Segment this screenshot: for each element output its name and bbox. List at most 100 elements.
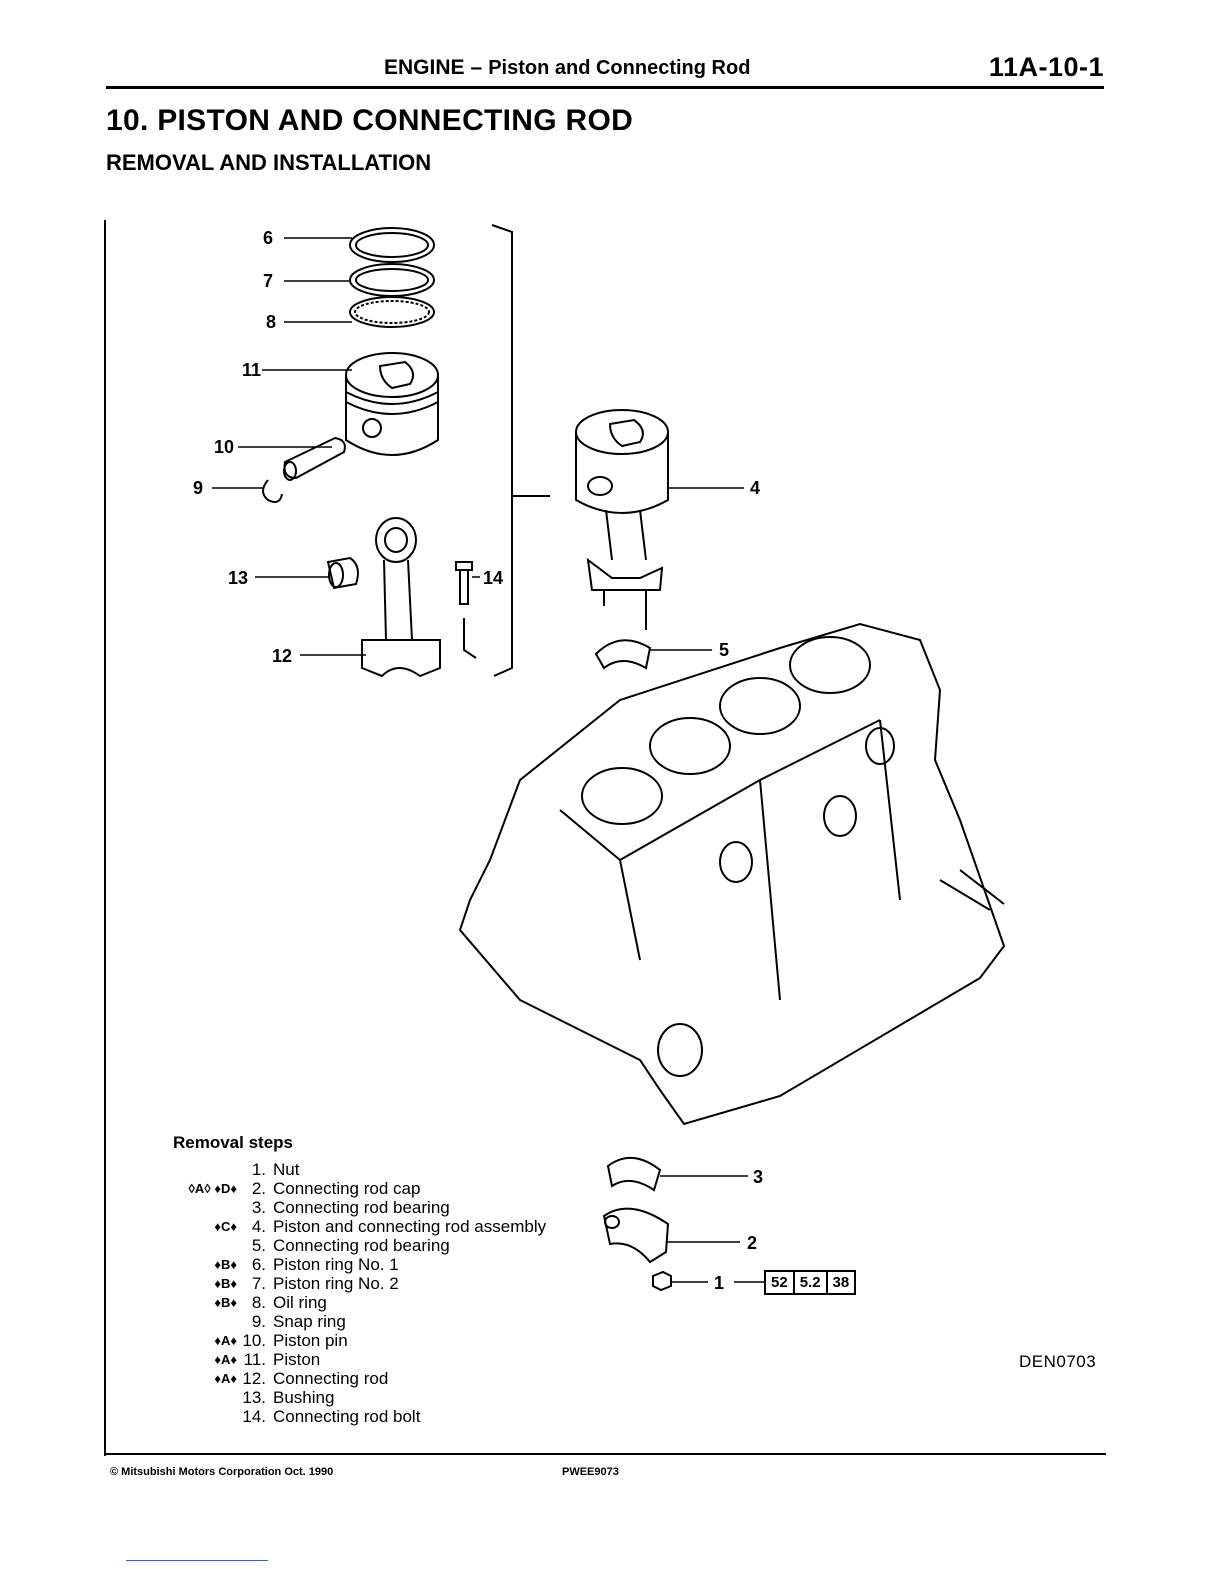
- torque-spec-box: 52 5.2 38: [764, 1270, 857, 1295]
- step-text: Connecting rod bearing: [273, 1236, 450, 1255]
- removal-step: 1. Nut: [140, 1160, 600, 1179]
- header-rule: [106, 86, 1104, 89]
- removal-step: ♦A♦ 11. Piston: [140, 1350, 600, 1369]
- removal-step: ◊A◊ ♦D♦ 2. Connecting rod cap: [140, 1179, 600, 1198]
- assembly-bracket: [491, 224, 550, 677]
- step-number: 12.: [242, 1369, 266, 1388]
- step-text: Connecting rod: [273, 1369, 389, 1388]
- torque-kgm: 5.2: [792, 1272, 826, 1293]
- connecting-rod-drawing: [361, 517, 441, 678]
- callout-14: 14: [483, 568, 503, 588]
- figure-code: DEN0703: [1019, 1352, 1097, 1371]
- removal-step: ♦B♦ 6. Piston ring No. 1: [140, 1255, 600, 1274]
- left-margin-rule: [104, 220, 106, 1456]
- step-text: Connecting rod bolt: [273, 1407, 421, 1426]
- step-number: 14.: [242, 1407, 266, 1426]
- step-text: Piston and connecting rod assembly: [273, 1217, 547, 1236]
- header-title: ENGINE–Piston and Connecting Rod: [384, 56, 750, 80]
- callout-4: 4: [750, 478, 760, 498]
- step-text: Connecting rod cap: [273, 1179, 421, 1198]
- leader-lines: [212, 237, 764, 1283]
- nut-drawing: [652, 1270, 672, 1292]
- step-number: 8.: [251, 1293, 266, 1312]
- page-number: 11A-10-1: [988, 52, 1104, 82]
- step-text: Connecting rod bearing: [273, 1198, 450, 1217]
- piston-assembly-drawing: [575, 409, 669, 630]
- footer-rule: [104, 1453, 1106, 1455]
- removal-step: 13.Bushing: [140, 1388, 600, 1407]
- bearing-5-drawing: [594, 639, 652, 670]
- bearing-3-drawing: [606, 1157, 662, 1192]
- header-dash: –: [470, 56, 483, 79]
- step-number: 2.: [251, 1179, 266, 1198]
- footer-code: PWEE9073: [562, 1466, 619, 1478]
- callout-5: 5: [719, 640, 729, 660]
- section-title: 10. PISTON AND CONNECTING ROD: [106, 104, 634, 137]
- piston-drawing: [345, 352, 439, 456]
- callout-1: 1: [714, 1273, 724, 1293]
- step-text: Nut: [273, 1160, 300, 1179]
- step-mark: ♦A♦: [214, 1352, 237, 1367]
- header-section: ENGINE: [384, 56, 465, 79]
- step-text: Snap ring: [273, 1312, 346, 1331]
- step-mark: ♦B♦: [214, 1257, 237, 1272]
- snap-ring-drawing: [262, 479, 283, 503]
- piston-pin-drawing: [283, 436, 346, 481]
- step-mark: ♦B♦: [214, 1295, 237, 1310]
- callout-8: 8: [266, 312, 276, 332]
- callout-6: 6: [263, 228, 273, 248]
- callout-11: 11: [242, 360, 261, 380]
- step-number: 10.: [242, 1331, 266, 1350]
- removal-step: ♦B♦7.Piston ring No. 2: [140, 1274, 600, 1293]
- step-number: 5.: [251, 1236, 266, 1255]
- piston-ring-2-drawing: [349, 263, 435, 297]
- header-subsection: Piston and Connecting Rod: [488, 57, 751, 79]
- step-number: 9.: [251, 1312, 266, 1331]
- removal-step: ♦B♦ 8. Oil ring: [140, 1293, 600, 1312]
- footer-copyright: © Mitsubishi Motors Corporation Oct. 199…: [110, 1466, 334, 1478]
- step-number: 6.: [251, 1255, 266, 1274]
- removal-step: 14. Connecting rod bolt: [140, 1407, 600, 1426]
- step-number: 11.: [243, 1350, 266, 1369]
- step-text: Oil ring: [273, 1293, 327, 1312]
- removal-step: 5. Connecting rod bearing: [140, 1236, 600, 1255]
- blue-underline: [126, 1560, 268, 1561]
- oil-ring-drawing: [349, 296, 435, 328]
- callout-10: 10: [214, 437, 234, 457]
- step-text: Piston pin: [273, 1331, 348, 1350]
- torque-nm: 52: [771, 1274, 788, 1291]
- removal-step: ♦C♦ 4. Piston and connecting rod assembly: [140, 1217, 600, 1236]
- removal-step: ♦A♦ 12. Connecting rod: [140, 1369, 600, 1388]
- callout-3: 3: [753, 1167, 763, 1187]
- removal-steps-title: Removal steps: [173, 1133, 293, 1152]
- callout-12: 12: [272, 646, 292, 666]
- step-text: Piston ring No. 2: [273, 1274, 399, 1293]
- removal-step: 9. Snap ring: [140, 1312, 600, 1331]
- step-number: 4.: [251, 1217, 266, 1236]
- step-mark: ♦A♦: [214, 1333, 237, 1348]
- step-mark: ♦C♦: [214, 1219, 237, 1234]
- step-text: Piston: [273, 1350, 321, 1369]
- callout-9: 9: [193, 478, 203, 498]
- step-text: Bushing: [273, 1388, 335, 1407]
- step-mark: ♦B♦: [214, 1276, 237, 1291]
- connecting-rod-cap-drawing: [602, 1207, 670, 1264]
- step-number: 1.: [251, 1160, 266, 1179]
- cylinder-block-drawing: [458, 622, 1006, 1126]
- torque-ftlbs: 38: [825, 1272, 855, 1293]
- callout-13: 13: [228, 568, 248, 588]
- step-number: 3.: [251, 1198, 266, 1217]
- step-mark: ◊A◊ ♦D♦: [188, 1181, 237, 1196]
- removal-step: ♦A♦ 10. Piston pin: [140, 1331, 600, 1350]
- section-subtitle: REMOVAL AND INSTALLATION: [106, 150, 432, 175]
- piston-ring-1-drawing: [349, 227, 435, 263]
- bushing-drawing: [326, 556, 359, 590]
- removal-steps-list: 1. Nut ◊A◊ ♦D♦ 2. Connecting rod cap 3. Conn…: [140, 1160, 600, 1426]
- step-text: Piston ring No. 1: [273, 1255, 399, 1274]
- connecting-rod-bolt-drawing: [455, 561, 477, 659]
- step-mark: ♦A♦: [214, 1371, 237, 1386]
- callout-7: 7: [263, 271, 273, 291]
- callout-2: 2: [747, 1233, 757, 1253]
- removal-step: 3. Connecting rod bearing: [140, 1198, 600, 1217]
